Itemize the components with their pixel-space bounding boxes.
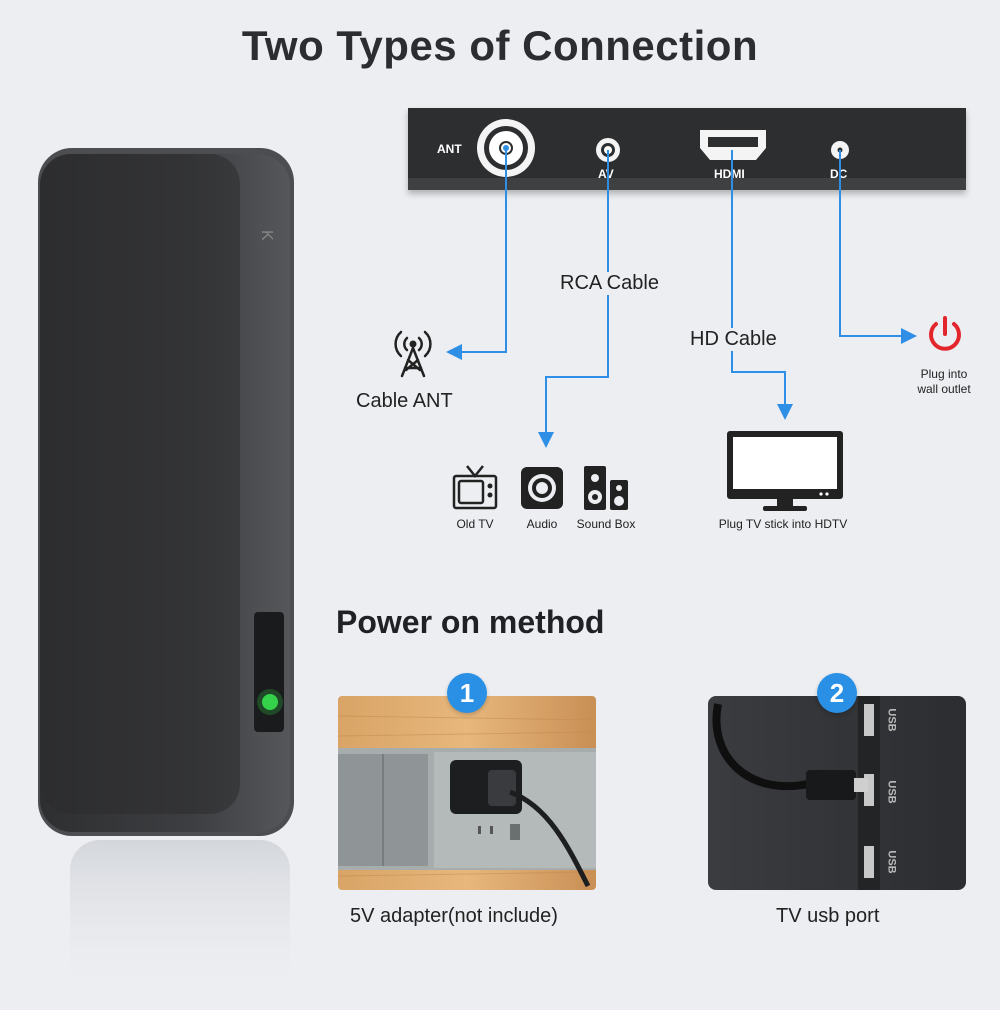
method-1-badge: 1 (447, 673, 487, 713)
audio-label: Audio (526, 517, 558, 531)
port-label-av: AV (598, 167, 614, 181)
arrow-dc (901, 328, 917, 344)
arrow-ant (446, 344, 462, 360)
old-tv-label: Old TV (456, 517, 494, 531)
arrow-av (538, 432, 554, 448)
method-2-badge: 2 (817, 673, 857, 713)
audio-speaker-icon (521, 467, 563, 509)
usb-port-labels: USB USB USB (885, 696, 910, 890)
arrow-hdmi (777, 404, 793, 420)
panel-edge (408, 178, 966, 190)
usb-port-label-1: USB (885, 708, 898, 732)
port-label-hdmi: HDMI (714, 167, 745, 181)
method-1-caption: 5V adapter(not include) (350, 905, 558, 927)
port-label-ant: ANT (437, 142, 462, 156)
usb-port-label-3: USB (885, 850, 898, 874)
wall-outlet-line1: Plug into (920, 367, 968, 381)
tv-usb-photo (708, 696, 966, 890)
sound-box-label: Sound Box (576, 517, 636, 531)
rca-cable-label: RCA Cable (558, 272, 661, 295)
power-icon (929, 316, 961, 351)
antenna-icon (394, 330, 432, 378)
port-label-dc: DC (830, 167, 848, 181)
cable-ant-label: Cable ANT (356, 390, 453, 412)
hdtv-icon (727, 431, 843, 511)
hdtv-label: Plug TV stick into HDTV (718, 517, 848, 531)
sound-box-icon (584, 466, 628, 510)
method-2-caption: TV usb port (776, 905, 880, 927)
adapter-photo (338, 696, 596, 890)
hdmi-port-icon (700, 130, 766, 160)
usb-port-label-2: USB (885, 780, 898, 804)
tv-stick-device: K (38, 148, 294, 1000)
old-tv-icon (452, 465, 498, 510)
hd-cable-label: HD Cable (688, 328, 779, 351)
wall-outlet-label: Plug into wall outlet (898, 367, 990, 397)
svg-text:K: K (258, 230, 275, 241)
wall-outlet-line2: wall outlet (917, 382, 971, 396)
page-title: Two Types of Connection (241, 22, 759, 69)
power-heading: Power on method (336, 604, 605, 640)
connection-lines (446, 145, 917, 448)
